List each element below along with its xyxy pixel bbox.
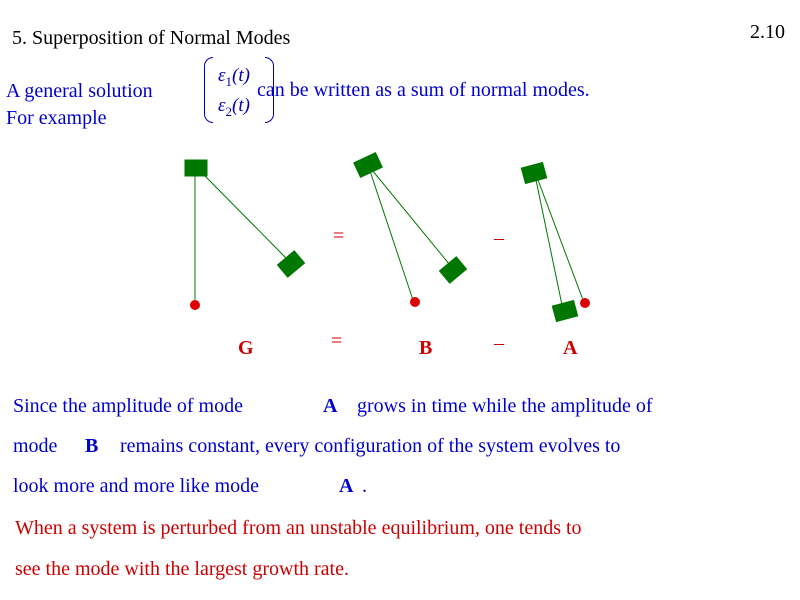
pendulum-a	[520, 161, 590, 323]
lower-mass-g	[276, 250, 306, 278]
arg-1: (t)	[232, 65, 250, 86]
equals-sign: =	[331, 330, 343, 352]
label-a: A	[563, 337, 578, 359]
pivot-mass-g	[184, 159, 208, 177]
sub-1: 1	[225, 73, 233, 89]
slide-number: 2.10	[750, 21, 785, 43]
epsilon-vector: ε1(t) ε2(t)	[202, 57, 276, 123]
para2-line1: When a system is perturbed from an unsta…	[15, 517, 582, 539]
pendulum-g	[184, 159, 306, 310]
sub-2: 2	[225, 103, 233, 119]
pivot-mass-a	[520, 161, 548, 185]
lower-mass-a	[551, 299, 579, 323]
epsilon-2: ε	[218, 95, 226, 116]
para1-period: .	[362, 475, 367, 497]
equals-sign-top: =	[333, 225, 345, 247]
para1-mode-a-2: A	[339, 475, 354, 497]
para1-line1c: grows in time while the amplitude of	[357, 395, 653, 417]
pendulum-b	[353, 152, 468, 307]
pivot-mass-b	[353, 152, 383, 178]
minus-sign-top: –	[494, 227, 504, 249]
para1-line2c: remains constant, every configuration of…	[120, 435, 621, 457]
para1-line3a: look more and more like mode	[13, 475, 260, 497]
minus-sign: –	[494, 332, 504, 354]
intro-line1: A general solution	[6, 80, 153, 102]
epsilon-1: ε	[218, 65, 226, 86]
slide-title: 5. Superposition of Normal Modes	[12, 27, 291, 49]
para1-mode-b: B	[85, 435, 99, 457]
para1-line2a: mode	[13, 435, 58, 457]
label-g: G	[238, 337, 254, 359]
para1-mode-a: A	[323, 395, 338, 417]
para2-line2: see the mode with the largest growth rat…	[15, 558, 349, 580]
dot-b	[410, 297, 420, 307]
dot-a	[580, 298, 590, 308]
intro-continuation: can be written as a sum of normal modes.	[257, 79, 590, 101]
intro-line2: For example	[6, 107, 107, 129]
label-b: B	[419, 337, 433, 359]
para1-line1a: Since the amplitude of mode	[13, 395, 243, 417]
arg-2: (t)	[232, 95, 250, 116]
lower-mass-b	[438, 256, 468, 284]
dot-g	[190, 300, 200, 310]
